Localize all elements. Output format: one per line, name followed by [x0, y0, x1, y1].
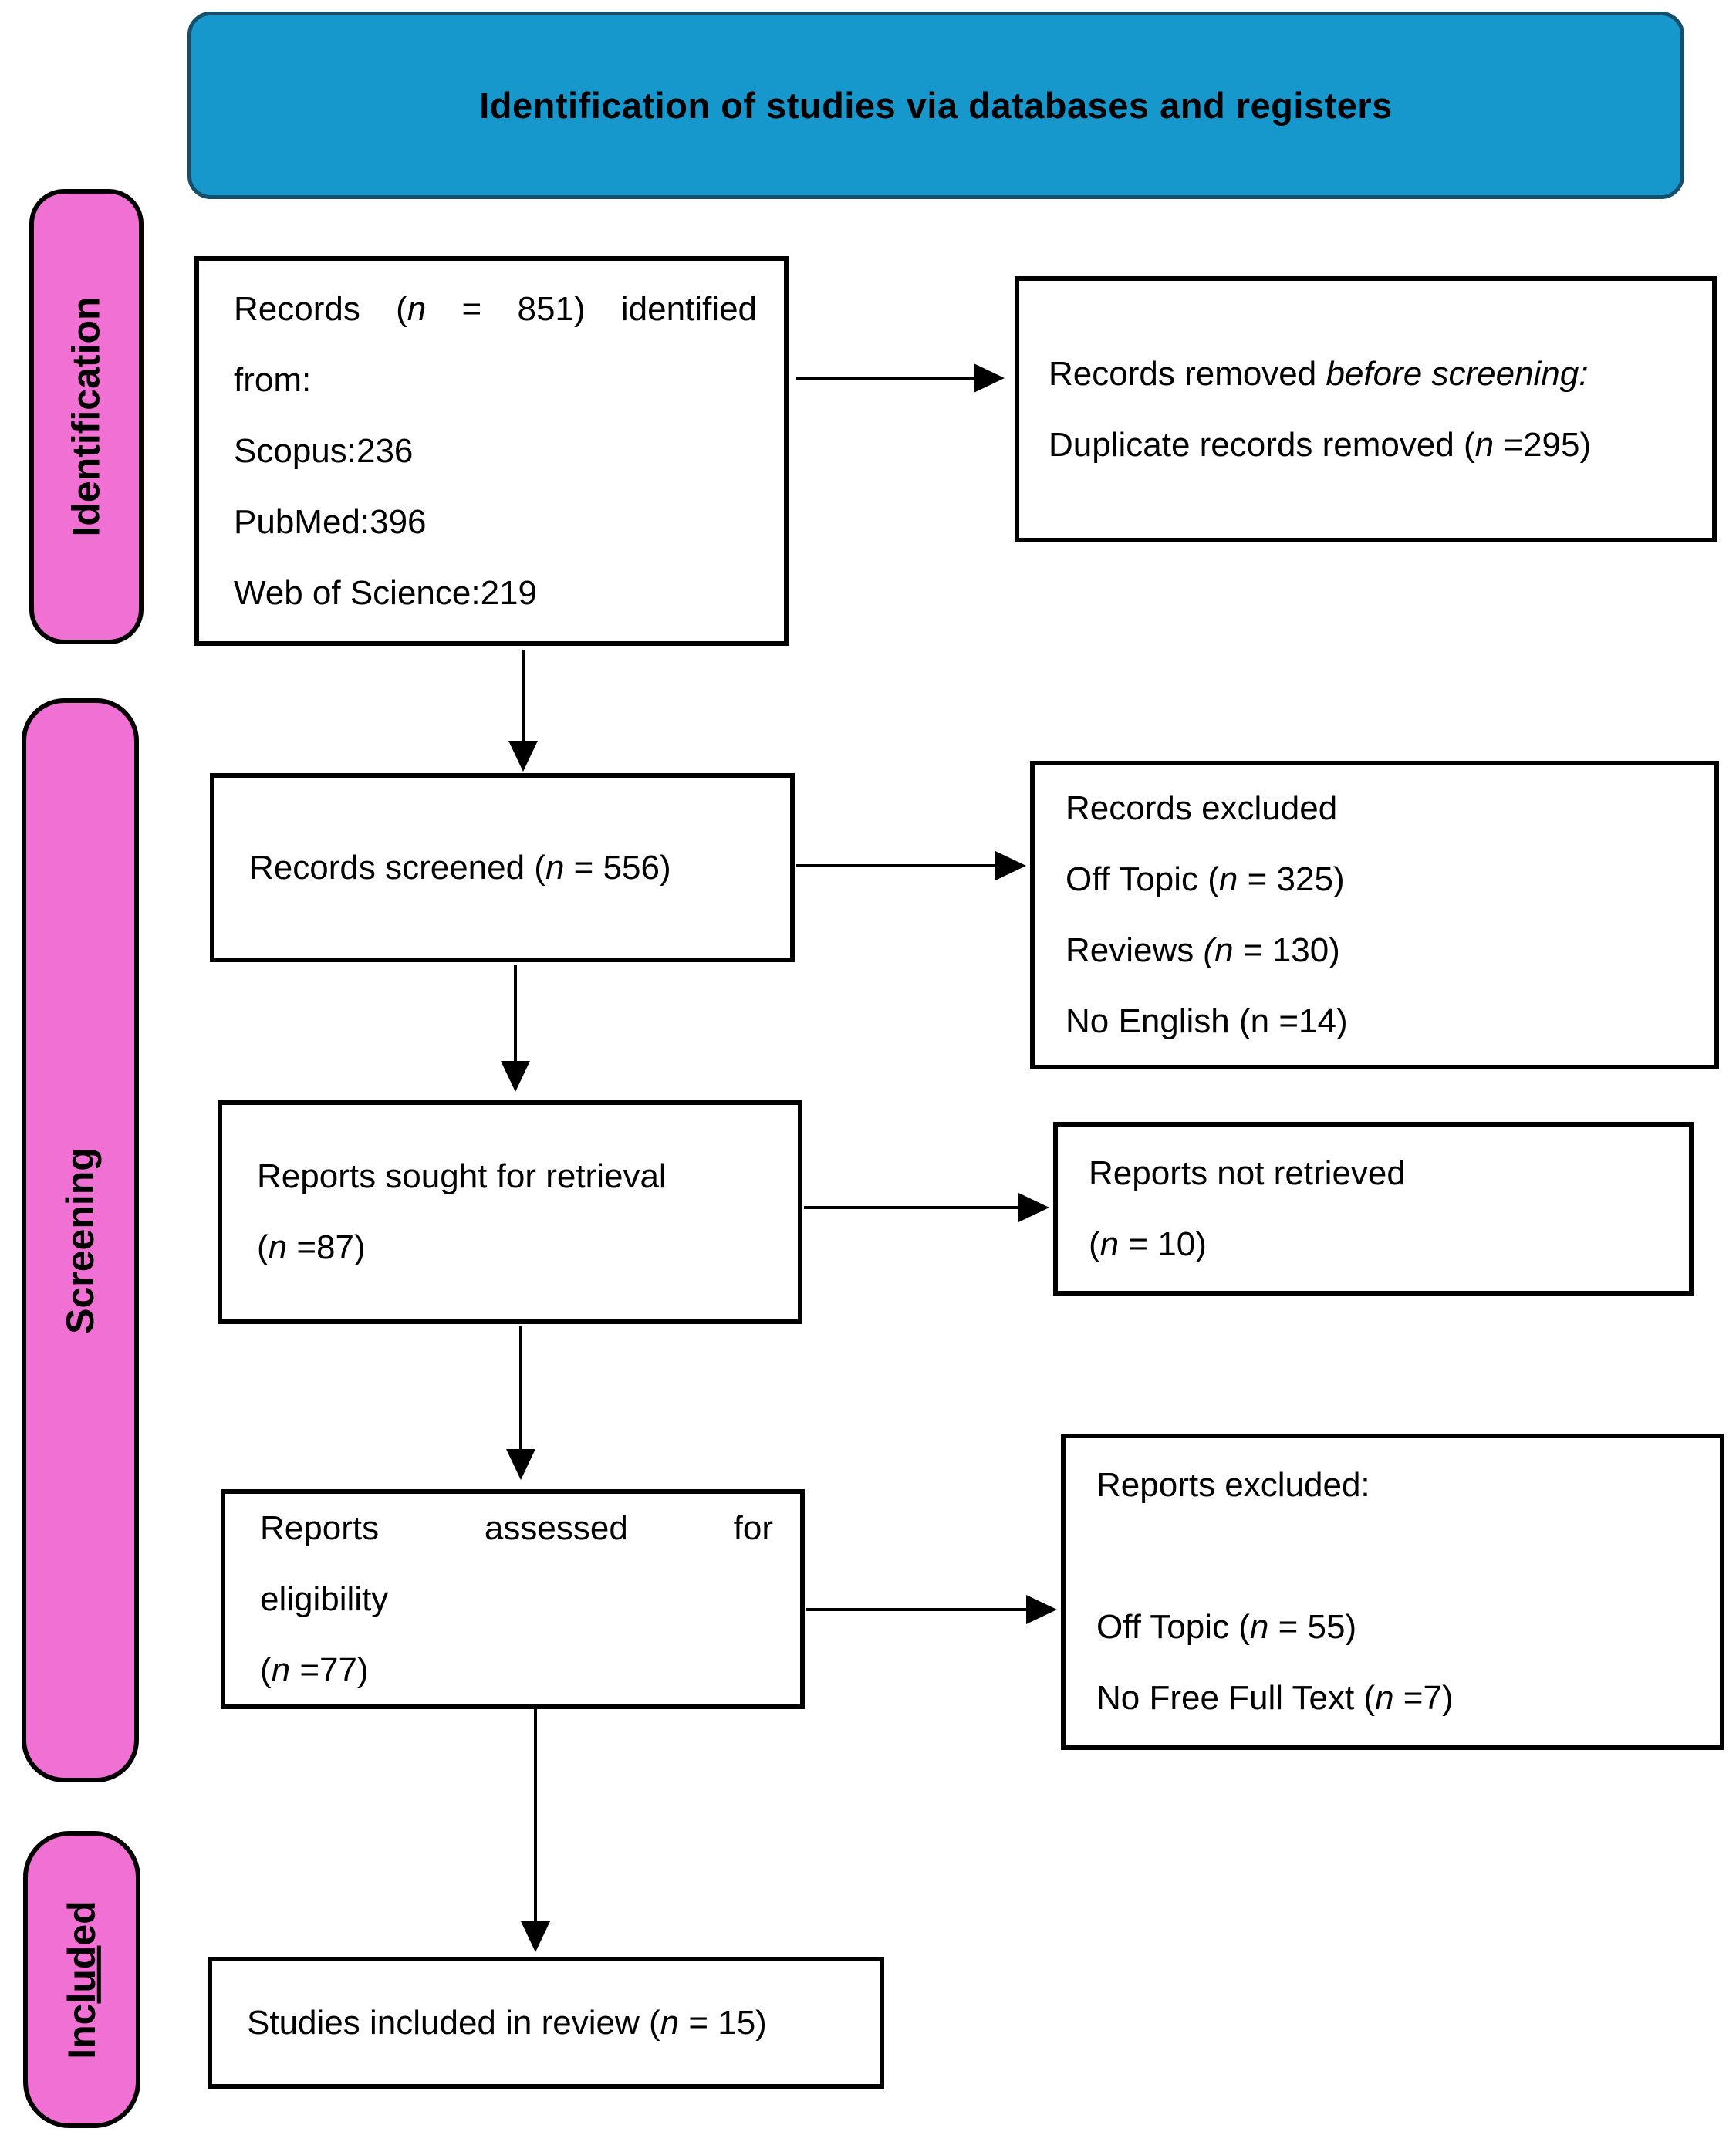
box-records-screened: Records screened (n = 556) — [210, 773, 795, 962]
box-reports-excluded-text: Reports excluded: Off Topic (n = 55) No … — [1066, 1442, 1720, 1742]
text-line: Off Topic (n = 325) — [1066, 860, 1345, 898]
box-records-identified-text: Records (n = 851) identified from: Scopu… — [199, 266, 784, 637]
header-title: Identification of studies via databases … — [479, 85, 1393, 126]
text-line: Records removed before screening: — [1049, 354, 1589, 393]
text-line: Reports excluded: — [1096, 1466, 1370, 1504]
text-line: (n =77) — [260, 1650, 369, 1689]
text-line: Records screened (n = 556) — [249, 848, 671, 887]
box-records-removed-text: Records removed before screening: Duplic… — [1019, 331, 1712, 488]
text-line: Records (n = 851) identified — [234, 289, 758, 328]
text-line: Reports sought for retrieval — [257, 1157, 667, 1195]
text-line: eligibility — [260, 1579, 389, 1618]
arrow-identified-to-screened — [522, 650, 525, 741]
text-line: from: — [234, 360, 312, 399]
stage-bar-identification: Identification — [29, 189, 144, 644]
text-line: (n =87) — [257, 1228, 366, 1266]
box-records-removed-before-screening: Records removed before screening: Duplic… — [1015, 276, 1717, 542]
box-studies-included: Studies included in review (n = 15) — [208, 1957, 884, 2089]
text-line: PubMed:396 — [234, 502, 427, 541]
box-records-excluded: Records excluded Off Topic (n = 325) Rev… — [1030, 761, 1719, 1069]
text-line: Studies included in review (n = 15) — [247, 2003, 767, 2042]
text-line: Scopus:236 — [234, 431, 414, 470]
text-line: Records excluded — [1066, 789, 1338, 827]
box-studies-included-text: Studies included in review (n = 15) — [212, 1980, 880, 2066]
stage-label-identification: Identification — [65, 296, 109, 537]
text-line: Reports assessed for — [260, 1508, 773, 1547]
stage-bar-screening: Screening — [22, 698, 139, 1782]
box-reports-not-retrieved-text: Reports not retrieved (n = 10) — [1058, 1130, 1689, 1288]
text-line: No Free Full Text (n =7) — [1096, 1679, 1454, 1717]
box-records-excluded-text: Records excluded Off Topic (n = 325) Rev… — [1035, 765, 1714, 1065]
stage-bar-included: Included — [23, 1831, 140, 2128]
stage-label-included: Included — [60, 1900, 103, 2059]
stage-label-screening: Screening — [59, 1147, 102, 1334]
arrow-screened-to-excluded — [796, 864, 995, 867]
text-line — [1096, 1521, 1693, 1592]
arrow-assessed-to-reports-excluded — [806, 1608, 1026, 1611]
box-reports-sought: Reports sought for retrieval (n =87) — [218, 1100, 802, 1324]
box-reports-sought-text: Reports sought for retrieval (n =87) — [222, 1133, 798, 1291]
arrow-sought-to-assessed — [519, 1326, 522, 1449]
text-line: Reports not retrieved — [1089, 1154, 1406, 1192]
box-reports-excluded: Reports excluded: Off Topic (n = 55) No … — [1061, 1434, 1724, 1750]
box-reports-assessed: Reports assessed for eligibility (n =77) — [221, 1489, 805, 1709]
arrow-sought-to-not-retrieved — [804, 1206, 1018, 1209]
arrow-screened-to-sought — [514, 965, 517, 1061]
text-line: (n = 10) — [1089, 1225, 1207, 1263]
text-line: Reviews (n = 130) — [1066, 931, 1340, 969]
arrow-assessed-to-included — [534, 1707, 537, 1921]
box-reports-not-retrieved: Reports not retrieved (n = 10) — [1053, 1122, 1694, 1296]
text-line: Web of Science:219 — [234, 573, 537, 612]
box-records-identified: Records (n = 851) identified from: Scopu… — [194, 256, 789, 646]
text-line: Duplicate records removed (n =295) — [1049, 425, 1592, 464]
box-records-screened-text: Records screened (n = 556) — [214, 825, 790, 911]
box-reports-assessed-text: Reports assessed for eligibility (n =77) — [225, 1485, 800, 1714]
arrow-identified-to-removed — [796, 377, 974, 380]
header-banner: Identification of studies via databases … — [187, 12, 1684, 199]
text-line: Off Topic (n = 55) — [1096, 1608, 1357, 1646]
text-line: No English (n =14) — [1066, 1002, 1348, 1040]
